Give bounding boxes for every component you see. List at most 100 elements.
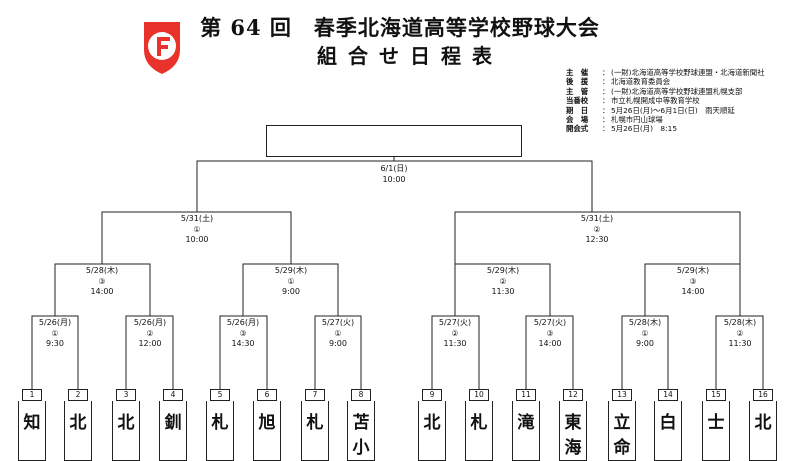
match-time: 14:00 <box>90 287 114 296</box>
match-time: 9:00 <box>329 339 347 348</box>
team-name: 北 <box>64 401 92 461</box>
slot-number: 12 <box>563 389 583 401</box>
match-date: 5/26(月) <box>133 318 167 327</box>
match-date: 5/26(月) <box>38 318 72 327</box>
info-value: (一財)北海道高等学校野球連盟札幌支部 <box>611 86 743 96</box>
match-round1: 5/27(火) ② 11:30 <box>425 318 485 350</box>
match-date: 5/29(木) <box>274 266 308 275</box>
team-name: 札 <box>465 401 493 461</box>
slot-number: 13 <box>612 389 632 401</box>
match-date: 5/28(木) <box>85 266 119 275</box>
slot-number: 10 <box>469 389 489 401</box>
match-number: ② <box>593 224 601 234</box>
match-round1: 5/28(木) ② 11:30 <box>710 318 770 350</box>
slot-number: 7 <box>305 389 325 401</box>
info-row: 後 援：北海道教育委員会 <box>566 77 798 86</box>
slot-number: 1 <box>22 389 42 401</box>
match-quarterfinal: 5/29(木) ② 11:30 <box>473 266 533 298</box>
info-value: 5月26日(月) 8:15 <box>611 124 678 134</box>
event-info: 主 催：(一財)北海道高等学校野球連盟・北海道新聞社 後 援：北海道教育委員会 … <box>566 68 798 134</box>
slot-number: 11 <box>516 389 536 401</box>
match-number: ① <box>51 328 59 338</box>
match-date: 5/27(火) <box>321 318 355 327</box>
match-date: 6/1(日) <box>380 164 408 173</box>
match-date: 5/27(火) <box>533 318 567 327</box>
info-label: 開会式 <box>566 124 589 134</box>
team-name: 滝 <box>512 401 540 461</box>
match-time: 9:00 <box>636 339 654 348</box>
team-name: 北 <box>749 401 777 461</box>
match-number: ③ <box>98 276 106 286</box>
team-name: 立命 <box>608 401 636 461</box>
team-name: 知 <box>18 401 46 461</box>
page-subtitle: 組合せ日程表 <box>317 44 503 68</box>
team-name: 苫小 <box>347 401 375 461</box>
info-value: 札幌市円山球場 <box>611 115 663 125</box>
team-name: 旭 <box>253 401 281 461</box>
match-number: ① <box>193 224 201 234</box>
match-round1: 5/26(月) ② 12:00 <box>120 318 180 350</box>
logo-icon <box>144 22 180 74</box>
team-name: 北 <box>112 401 140 461</box>
match-date: 5/28(木) <box>723 318 757 327</box>
slot-number: 3 <box>116 389 136 401</box>
info-label: 当番校 <box>566 96 589 106</box>
info-value: 市立札幌開成中等教育学校 <box>611 96 700 106</box>
slot-number: 14 <box>658 389 678 401</box>
match-time: 11:30 <box>491 287 515 296</box>
info-value: (一財)北海道高等学校野球連盟・北海道新聞社 <box>611 68 765 77</box>
match-final: 6/1(日) 10:00 <box>364 164 424 185</box>
info-row: 主 催：(一財)北海道高等学校野球連盟・北海道新聞社 <box>566 68 798 77</box>
team-name: 東海 <box>559 401 587 461</box>
slot-number: 5 <box>210 389 230 401</box>
info-row: 会 場：札幌市円山球場 <box>566 115 798 124</box>
match-number: ① <box>641 328 649 338</box>
info-row: 当番校：市立札幌開成中等教育学校 <box>566 96 798 105</box>
info-value: 北海道教育委員会 <box>611 77 671 87</box>
match-time: 14:30 <box>231 339 255 348</box>
match-quarterfinal: 5/29(木) ① 9:00 <box>261 266 321 298</box>
slot-number: 8 <box>351 389 371 401</box>
match-number: ③ <box>689 276 697 286</box>
slot-number: 16 <box>753 389 773 401</box>
slot-number: 15 <box>706 389 726 401</box>
match-date: 5/26(月) <box>226 318 260 327</box>
match-number: ② <box>146 328 154 338</box>
match-date: 5/29(木) <box>676 266 710 275</box>
champion-box <box>266 125 522 157</box>
match-round1: 5/27(火) ① 9:00 <box>308 318 368 350</box>
team-name: 北 <box>418 401 446 461</box>
team-name: 札 <box>206 401 234 461</box>
match-date: 5/31(土) <box>180 214 214 223</box>
match-quarterfinal: 5/29(木) ③ 14:00 <box>663 266 723 298</box>
match-time: 12:30 <box>585 235 609 244</box>
page-title: 第 64 回 春季北海道高等学校野球大会 <box>200 15 600 40</box>
match-date: 5/27(火) <box>438 318 472 327</box>
match-semifinal: 5/31(土) ① 10:00 <box>167 214 227 246</box>
info-row: 開会式：5月26日(月) 8:15 <box>566 124 798 133</box>
match-time: 9:30 <box>46 339 64 348</box>
match-number: ① <box>287 276 295 286</box>
match-time: 10:00 <box>185 235 209 244</box>
team-name: 白 <box>654 401 682 461</box>
match-round1: 5/26(月) ① 9:30 <box>25 318 85 350</box>
match-quarterfinal: 5/28(木) ③ 14:00 <box>72 266 132 298</box>
match-time: 9:00 <box>282 287 300 296</box>
info-value: 5月26日(月)～6月1日(日) 雨天順延 <box>611 105 735 115</box>
match-round1: 5/26(月) ③ 14:30 <box>213 318 273 350</box>
match-date: 5/28(木) <box>628 318 662 327</box>
match-time: 11:30 <box>443 339 467 348</box>
match-date: 5/29(木) <box>486 266 520 275</box>
match-date: 5/31(土) <box>580 214 614 223</box>
team-name: 士 <box>702 401 730 461</box>
bracket-lines <box>31 157 764 389</box>
team-name: 釧 <box>159 401 187 461</box>
match-number: ② <box>736 328 744 338</box>
info-label: 主 管 <box>566 86 589 96</box>
team-name: 札 <box>301 401 329 461</box>
info-row: 期 日：5月26日(月)～6月1日(日) 雨天順延 <box>566 106 798 115</box>
slot-number: 6 <box>257 389 277 401</box>
slot-number: 9 <box>422 389 442 401</box>
match-round1: 5/28(木) ① 9:00 <box>615 318 675 350</box>
match-number: ③ <box>239 328 247 338</box>
